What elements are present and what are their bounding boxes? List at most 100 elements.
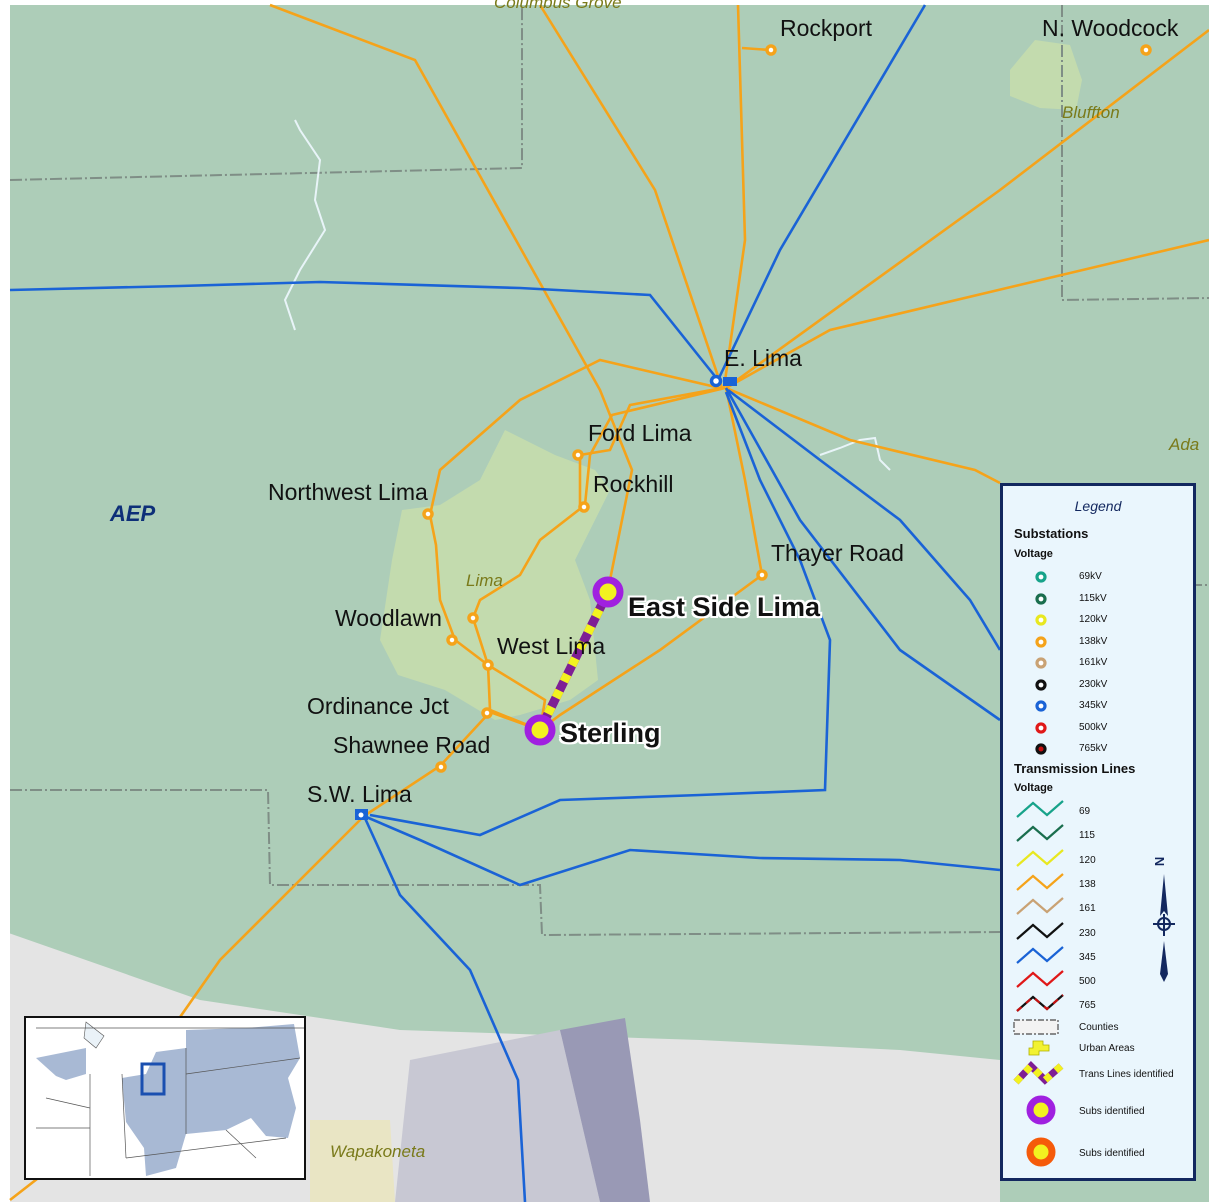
- legend-line-label-6: 345: [1079, 951, 1096, 963]
- substation-label-shawnee-road[interactable]: Shawnee Road: [333, 732, 491, 758]
- substation-label-northwest-lima[interactable]: Northwest Lima: [268, 479, 428, 505]
- legend-counties-label: Counties: [1079, 1022, 1119, 1033]
- substation-label-rockport[interactable]: Rockport: [780, 15, 873, 41]
- inset-map-canvas: [26, 1018, 304, 1178]
- substation-woodlawn-2-marker: [446, 634, 458, 646]
- lines-345kv: [9, 4, 1002, 1202]
- substation-ford-lima-marker: [572, 449, 584, 461]
- operator-label-aep: AEP: [110, 501, 156, 526]
- neighbor-region-dark: [560, 1018, 650, 1202]
- urban-area-bluffton: [1010, 40, 1082, 110]
- legend-line-swatch-3: [1016, 873, 1064, 891]
- legend-line-label-2: 120: [1079, 854, 1096, 866]
- substation-label-east-side-lima[interactable]: East Side Lima: [628, 592, 821, 622]
- substation-label-ford-lima[interactable]: Ford Lima: [588, 420, 692, 446]
- legend-line-swatch-0: [1016, 800, 1064, 818]
- neighbor-region-shade: [395, 1030, 600, 1202]
- substation-northwest-lima-marker: [422, 508, 434, 520]
- north-arrow-icon: [1153, 874, 1175, 982]
- legend-line-label-0: 69: [1079, 806, 1091, 817]
- inset-lake: [83, 1021, 105, 1049]
- substation-ordinance-jct-marker: [481, 707, 493, 719]
- substation-rockhill-marker: [578, 501, 590, 513]
- legend-lines-header: Transmission Lines: [1014, 761, 1136, 776]
- inset-locator-map: [24, 1016, 306, 1180]
- substation-thayer-road-marker: [756, 569, 768, 581]
- legend-substation-swatch-5: [1035, 678, 1047, 691]
- trans-line-identified-dash: [535, 590, 613, 732]
- place-label-bluffton: Bluffton: [1062, 103, 1120, 122]
- legend-substation-swatch-4: [1035, 657, 1047, 669]
- legend-subs-identified-purple-label: Subs identified: [1079, 1106, 1145, 1117]
- substation-label-rockhill[interactable]: Rockhill: [593, 471, 674, 497]
- legend-substation-label-5: 230kV: [1079, 678, 1108, 690]
- legend-substation-swatch-3: [1035, 635, 1047, 648]
- substation-label-sterling[interactable]: Sterling: [560, 718, 661, 748]
- legend-line-label-3: 138: [1079, 878, 1096, 890]
- place-label-lima: Lima: [466, 571, 503, 590]
- substation-label-thayer-road[interactable]: Thayer Road: [771, 540, 904, 566]
- legend-substation-swatch-6: [1035, 700, 1047, 712]
- substation-woodlawn-marker: [467, 612, 479, 624]
- legend-line-label-1: 115: [1079, 830, 1095, 842]
- legend-line-swatch-5: [1016, 921, 1064, 940]
- legend-trans-identified-label: Trans Lines identified: [1079, 1069, 1174, 1080]
- legend-urban-label: Urban Areas: [1079, 1043, 1135, 1054]
- legend-title: Legend: [1074, 498, 1122, 514]
- legend-substation-swatch-1: [1035, 592, 1047, 605]
- substation-east-side-lima-marker: [592, 576, 624, 608]
- substation-west-lima-marker: [482, 659, 494, 671]
- inset-territory-west: [36, 1048, 86, 1080]
- inset-service-territory: [122, 1024, 300, 1176]
- inset-state-borders: [36, 1027, 304, 1176]
- legend-line-label-7: 500: [1079, 976, 1096, 988]
- substation-label-ordinance-jct[interactable]: Ordinance Jct: [307, 693, 449, 719]
- urban-area-wapakoneta: [310, 1120, 395, 1202]
- legend-lines-voltage-header: Voltage: [1014, 782, 1053, 794]
- substation-label-e-lima[interactable]: E. Lima: [724, 345, 802, 371]
- inset-focus-box: [140, 1062, 166, 1096]
- substations-345kv: [355, 374, 723, 820]
- highlighted-substations: [524, 576, 624, 746]
- legend-substations-header: Substations: [1014, 526, 1089, 541]
- legend-substation-swatch-0: [1035, 571, 1047, 583]
- legend-line-swatch-8: [1016, 994, 1064, 1013]
- legend-trans-identified-swatch: [1013, 1060, 1064, 1085]
- substation-label-woodlawn[interactable]: Woodlawn: [335, 605, 442, 631]
- place-label-wapakoneta: Wapakoneta: [330, 1142, 426, 1161]
- substation-rockport-marker: [765, 44, 777, 56]
- urban-area-lima: [380, 430, 610, 720]
- substation-label-west-lima[interactable]: West Lima: [497, 633, 606, 659]
- place-label-columbus-grove: Columbus Grove: [494, 0, 622, 12]
- legend-substation-label-7: 500kV: [1079, 721, 1108, 733]
- substation-e-lima-marker: [709, 374, 723, 388]
- legend-substation-label-1: 115kV: [1079, 592, 1107, 604]
- substation-label-n-woodcock[interactable]: N. Woodcock: [1042, 15, 1179, 41]
- legend-substation-label-4: 161kV: [1079, 657, 1108, 668]
- substation-sterling-marker: [524, 714, 556, 746]
- legend-substation-label-3: 138kV: [1079, 635, 1108, 647]
- legend-line-swatch-7: [1016, 970, 1064, 988]
- substation-label-sw-lima[interactable]: S.W. Lima: [307, 781, 412, 807]
- substation-n-woodcock-marker: [1140, 44, 1152, 56]
- legend-subs-identified-orange-swatch: [1026, 1137, 1056, 1167]
- legend-substation-label-8: 765kV: [1079, 743, 1108, 754]
- legend-line-swatch-1: [1016, 824, 1064, 843]
- legend-line-swatch-2: [1016, 848, 1064, 867]
- legend-substation-swatch-8: [1035, 743, 1047, 755]
- legend-substation-label-2: 120kV: [1079, 614, 1108, 625]
- legend-counties-swatch: [1013, 1019, 1059, 1035]
- legend-substation-swatch-2: [1035, 614, 1047, 626]
- legend-substations-voltage-header: Voltage: [1014, 548, 1053, 560]
- legend-line-label-5: 230: [1079, 927, 1096, 939]
- substation-e-lima-345-box: [723, 377, 737, 386]
- legend-line-swatch-4: [1016, 897, 1064, 916]
- substations-138kv: [422, 44, 1152, 773]
- substation-shawnee-road-marker: [435, 761, 447, 773]
- legend-substation-swatch-7: [1035, 721, 1047, 734]
- legend-substation-label-6: 345kV: [1079, 700, 1108, 711]
- legend-subs-identified-purple-swatch: [1026, 1095, 1056, 1125]
- legend-line-label-4: 161: [1079, 903, 1096, 915]
